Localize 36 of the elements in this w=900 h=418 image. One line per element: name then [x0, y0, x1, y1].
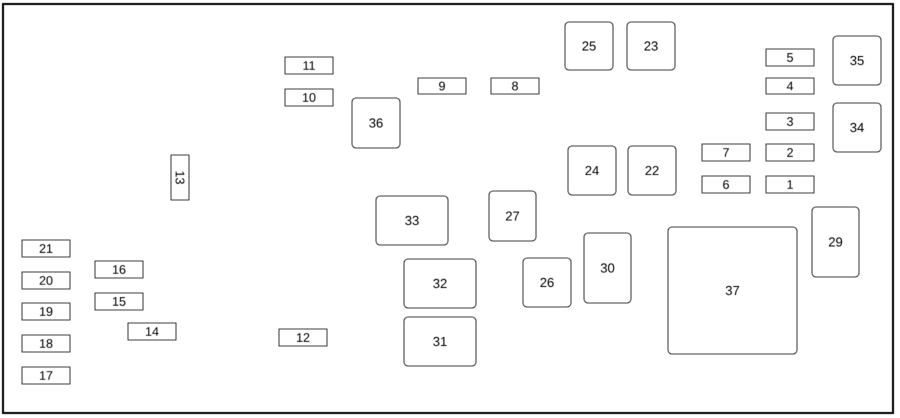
fuse-slot: 16 — [94, 260, 144, 278]
relay-block: 30 — [584, 232, 632, 304]
fuse-slot: 3 — [766, 112, 814, 130]
fuse-slot: 7 — [702, 144, 750, 162]
relay-block: 29 — [812, 206, 860, 278]
relay-block: 24 — [568, 146, 616, 196]
fuse-slot: 14 — [128, 322, 176, 340]
fuse-slot: 19 — [22, 302, 70, 320]
fuse-slot: 1 — [766, 176, 814, 194]
fuse-slot: 8 — [490, 78, 540, 94]
relay-block: 25 — [564, 22, 614, 70]
fuse-slot: 10 — [284, 88, 334, 106]
fuse-slot: 4 — [766, 78, 814, 94]
fuse-slot: 12 — [278, 328, 328, 346]
fuse-slot: 20 — [22, 272, 70, 290]
fuse-slot: 5 — [766, 48, 814, 66]
fuse-slot: 13 — [170, 154, 190, 200]
relay-block: 34 — [832, 102, 882, 152]
fuse-slot: 17 — [22, 366, 70, 384]
fuse-slot: 6 — [702, 176, 750, 194]
relay-block: 26 — [522, 258, 572, 308]
fuse-slot: 18 — [22, 334, 70, 352]
fuse-slot: 9 — [418, 78, 466, 94]
relay-block: 35 — [832, 36, 882, 86]
relay-block: 32 — [404, 258, 476, 308]
fuse-slot: 21 — [22, 240, 70, 258]
fuse-slot: 2 — [766, 144, 814, 162]
fuse-slot: 11 — [284, 56, 334, 74]
fuse-slot: 15 — [94, 292, 144, 310]
relay-block: 23 — [626, 22, 676, 70]
relay-block: 22 — [628, 146, 676, 196]
relay-block: 27 — [488, 190, 536, 242]
relay-block: 37 — [668, 226, 798, 354]
relay-block: 36 — [352, 98, 400, 148]
relay-block: 33 — [376, 196, 448, 246]
relay-block: 31 — [404, 316, 476, 366]
